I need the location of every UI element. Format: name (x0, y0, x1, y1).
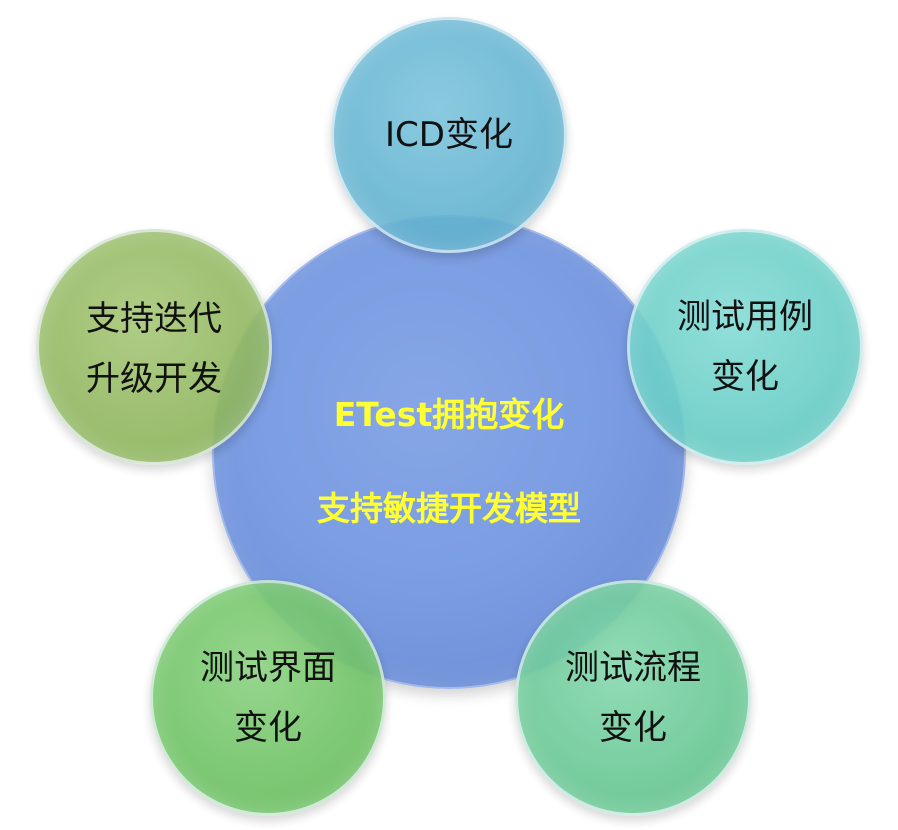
node-label-icd-line1: ICD变化 (385, 115, 513, 155)
node-label-test-cases-line1: 测试用例 (677, 297, 813, 337)
center-label-line1: ETest拥抱变化 (333, 395, 565, 434)
node-label-icd: ICD变化 (331, 105, 567, 165)
node-label-iterative-dev-line2: 升级开发 (86, 359, 222, 399)
node-circle-test-ui (150, 580, 386, 816)
node-label-test-ui-line2: 变化 (234, 708, 302, 748)
node-label-test-cases-line2: 变化 (711, 357, 779, 397)
node-label-test-process-line2: 变化 (599, 708, 667, 748)
node-circle-iterative-dev (36, 229, 272, 465)
node-circle-icd (331, 17, 567, 253)
node-label-test-process: 测试流程 变化 (515, 638, 751, 758)
center-label-line2: 支持敏捷开发模型 (317, 489, 581, 528)
node-circle-test-cases (627, 229, 863, 465)
node-label-test-process-line1: 测试流程 (565, 648, 701, 688)
node-label-test-cases: 测试用例 变化 (627, 287, 863, 407)
node-label-test-ui: 测试界面 变化 (150, 638, 386, 758)
node-label-iterative-dev-line1: 支持迭代 (86, 299, 222, 339)
center-label: ETest拥抱变化 支持敏捷开发模型 (212, 368, 686, 556)
node-circle-test-process (515, 580, 751, 816)
node-label-iterative-dev: 支持迭代 升级开发 (36, 289, 272, 409)
node-label-test-ui-line1: 测试界面 (200, 648, 336, 688)
